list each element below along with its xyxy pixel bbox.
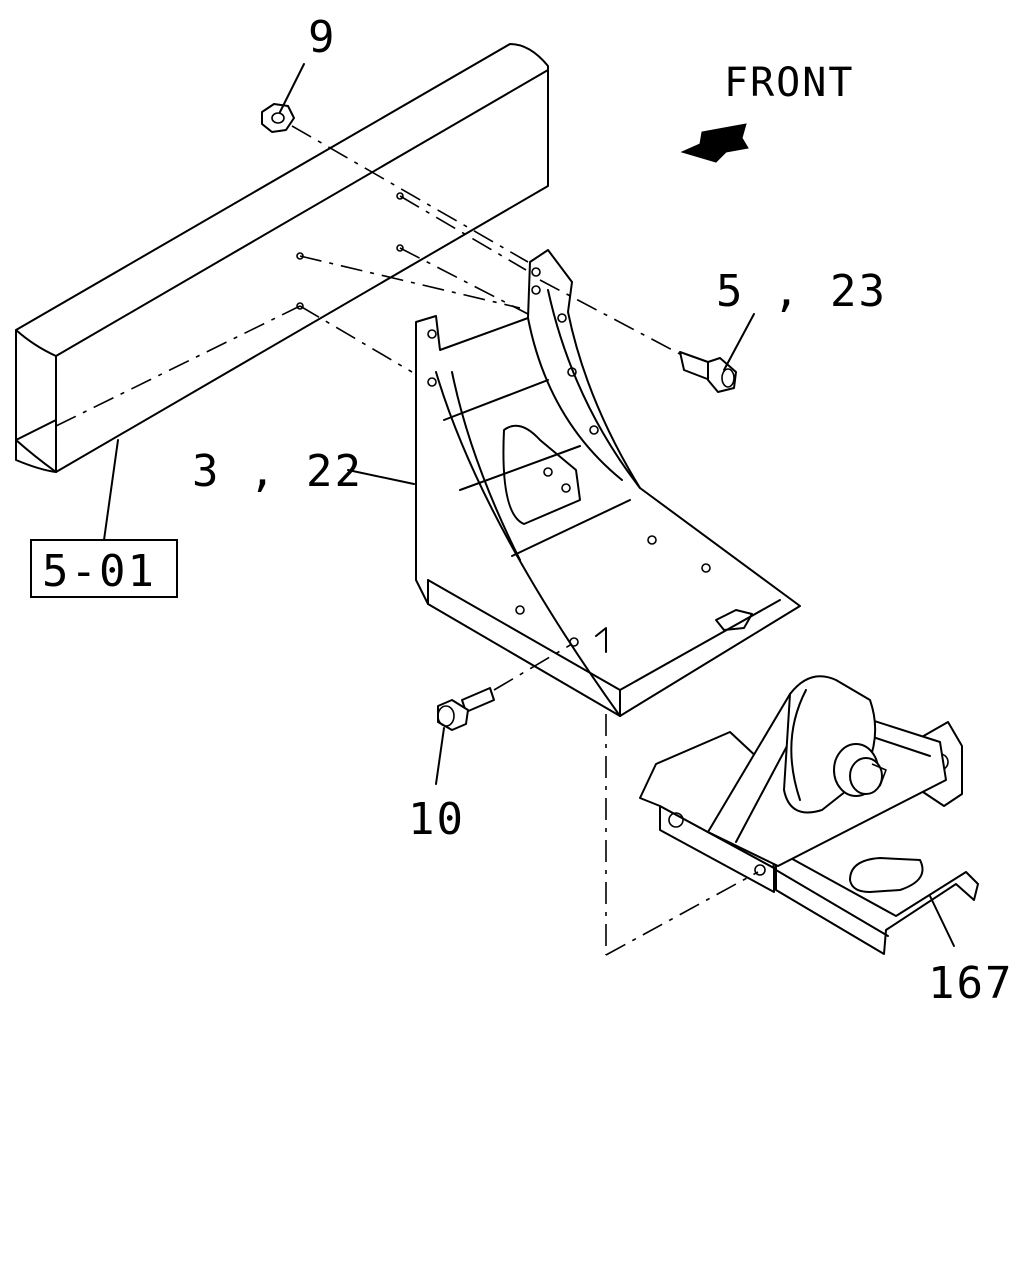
mount-bracket — [415, 249, 801, 717]
upper-bolt-label: 5 , 23 — [716, 266, 887, 317]
assembly-lines — [55, 125, 759, 956]
nut-part — [261, 103, 295, 133]
lower-bolt-part — [437, 687, 495, 731]
bracket-label: 3 , 22 — [192, 446, 363, 497]
frame-ref-label: 5-01 — [42, 546, 156, 597]
lower-bolt-label: 10 — [408, 794, 465, 845]
rubber-mount-assembly — [639, 675, 979, 955]
nut-label: 9 — [308, 12, 337, 63]
frame-ref-box — [30, 539, 178, 598]
front-arrow-icon — [680, 123, 749, 163]
upper-bolt-part — [679, 351, 737, 393]
leader-lines — [103, 63, 955, 947]
frame-rail — [15, 43, 549, 473]
front-label: FRONT — [724, 60, 854, 106]
mount-label: 167 — [928, 958, 1013, 1009]
